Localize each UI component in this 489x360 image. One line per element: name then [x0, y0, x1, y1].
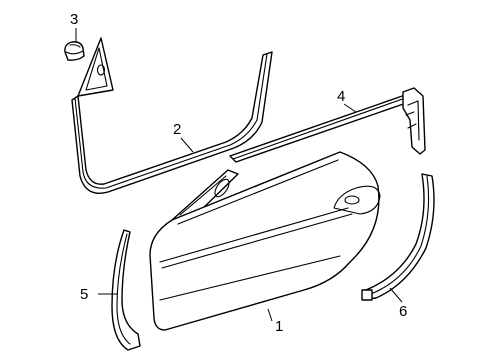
callout-6: 6 — [399, 303, 407, 320]
callout-2: 2 — [173, 121, 181, 138]
leader-lines — [75, 28, 403, 322]
leader-1 — [267, 308, 273, 322]
callout-labels: 3 2 4 5 6 1 — [70, 11, 407, 335]
callout-4: 4 — [337, 88, 345, 105]
leader-6 — [389, 287, 403, 303]
rear-lower-seal-part — [361, 173, 435, 301]
leader-4 — [343, 103, 357, 113]
door-shell-part — [149, 151, 381, 331]
callout-1: 1 — [275, 318, 283, 335]
door-opening-weatherstrip-part — [71, 37, 273, 194]
callout-5: 5 — [80, 286, 88, 303]
callout-3: 3 — [70, 11, 78, 28]
leader-2 — [180, 137, 194, 153]
clip-part — [64, 41, 85, 61]
belt-weatherstrip-part — [229, 87, 426, 163]
lower-front-seal-part — [111, 229, 141, 351]
